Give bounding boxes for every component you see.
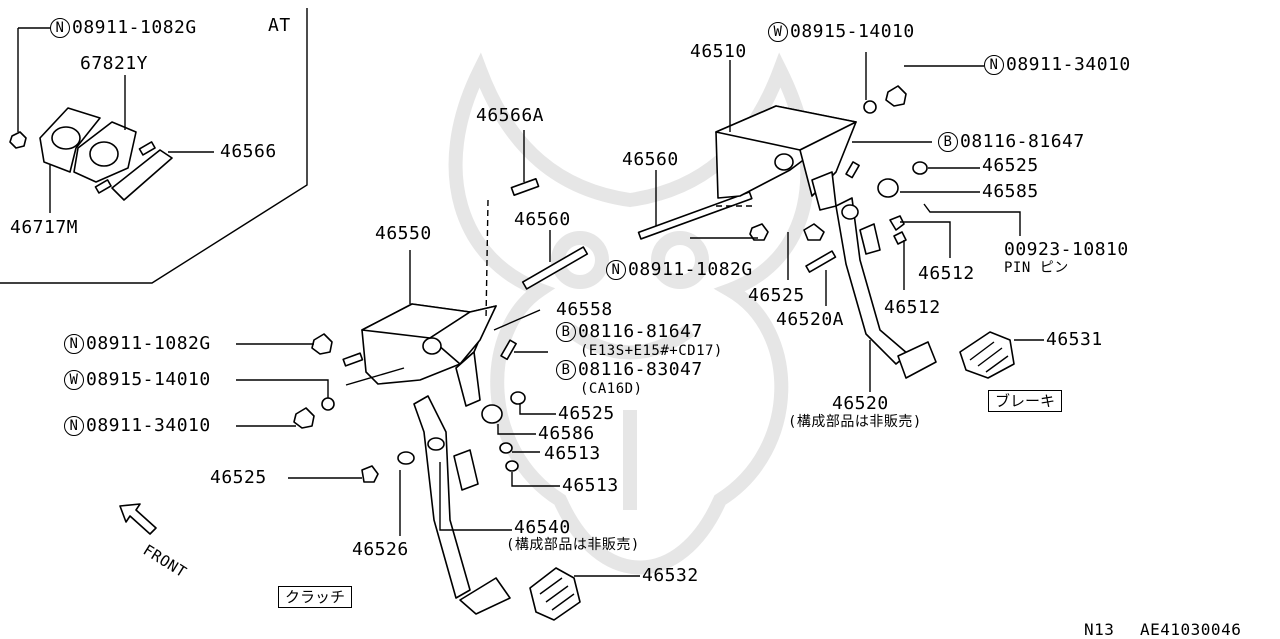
label-46512-b: 46512	[884, 297, 941, 318]
at-gasket-assembly	[9, 27, 214, 213]
label-46566a: 46566A	[476, 105, 545, 126]
label-46525-c: 46525	[558, 403, 615, 424]
label-46526: 46526	[352, 539, 409, 560]
brake-bracket	[715, 60, 857, 211]
label-67821y: 67821Y	[80, 53, 149, 74]
label-46520-note: (構成部品は非販売)	[788, 414, 922, 430]
label-46520a: 46520A	[776, 309, 845, 330]
clutch-bracket	[342, 199, 497, 407]
label-pin: PIN ピン	[1004, 260, 1069, 276]
label-b-mid2-note: (CA16D)	[580, 381, 643, 397]
brake-pedal	[835, 197, 937, 392]
label-46566: 46566	[220, 141, 277, 162]
label-46525-r2: 46525	[748, 285, 805, 306]
inset-frame	[0, 8, 308, 284]
label-46531: 46531	[1046, 329, 1103, 350]
label-46558: 46558	[556, 299, 613, 320]
label-46513-a: 46513	[544, 443, 601, 464]
label-46586: 46586	[538, 423, 595, 444]
diagram-code: AE41030046	[1140, 620, 1242, 639]
label-46540-note: (構成部品は非販売)	[506, 537, 640, 553]
clutch-small-parts	[236, 309, 560, 487]
brake-box: ブレーキ	[988, 390, 1063, 412]
brake-pad	[959, 331, 1044, 379]
clutch-pad	[529, 567, 640, 621]
center-fasteners	[510, 130, 769, 290]
brake-small-parts	[787, 52, 1021, 306]
label-46532: 46532	[642, 565, 699, 586]
label-46560-lower: 46560	[514, 209, 571, 230]
clutch-box: クラッチ	[278, 586, 353, 608]
model-code: N13	[1084, 620, 1115, 639]
label-46520: 46520	[832, 393, 889, 414]
label-46525-l: 46525	[210, 467, 267, 488]
label-46717m: 46717M	[10, 217, 79, 238]
watermark-emblem	[448, 52, 815, 575]
label-46560-upper: 46560	[622, 149, 679, 170]
variant-label: AT	[268, 15, 291, 36]
label-46540: 46540	[514, 517, 571, 538]
label-00923: 00923-10810	[1004, 239, 1129, 260]
label-b-mid1-note: (E13S+E15#+CD17)	[580, 343, 723, 359]
label-46525-r1: 46525	[982, 155, 1039, 176]
front-arrow-icon	[119, 503, 157, 535]
label-46512-a: 46512	[918, 263, 975, 284]
label-46550: 46550	[375, 223, 432, 244]
label-46585: 46585	[982, 181, 1039, 202]
label-46510: 46510	[690, 41, 747, 62]
clutch-pedal	[397, 395, 512, 615]
label-46513-b: 46513	[562, 475, 619, 496]
